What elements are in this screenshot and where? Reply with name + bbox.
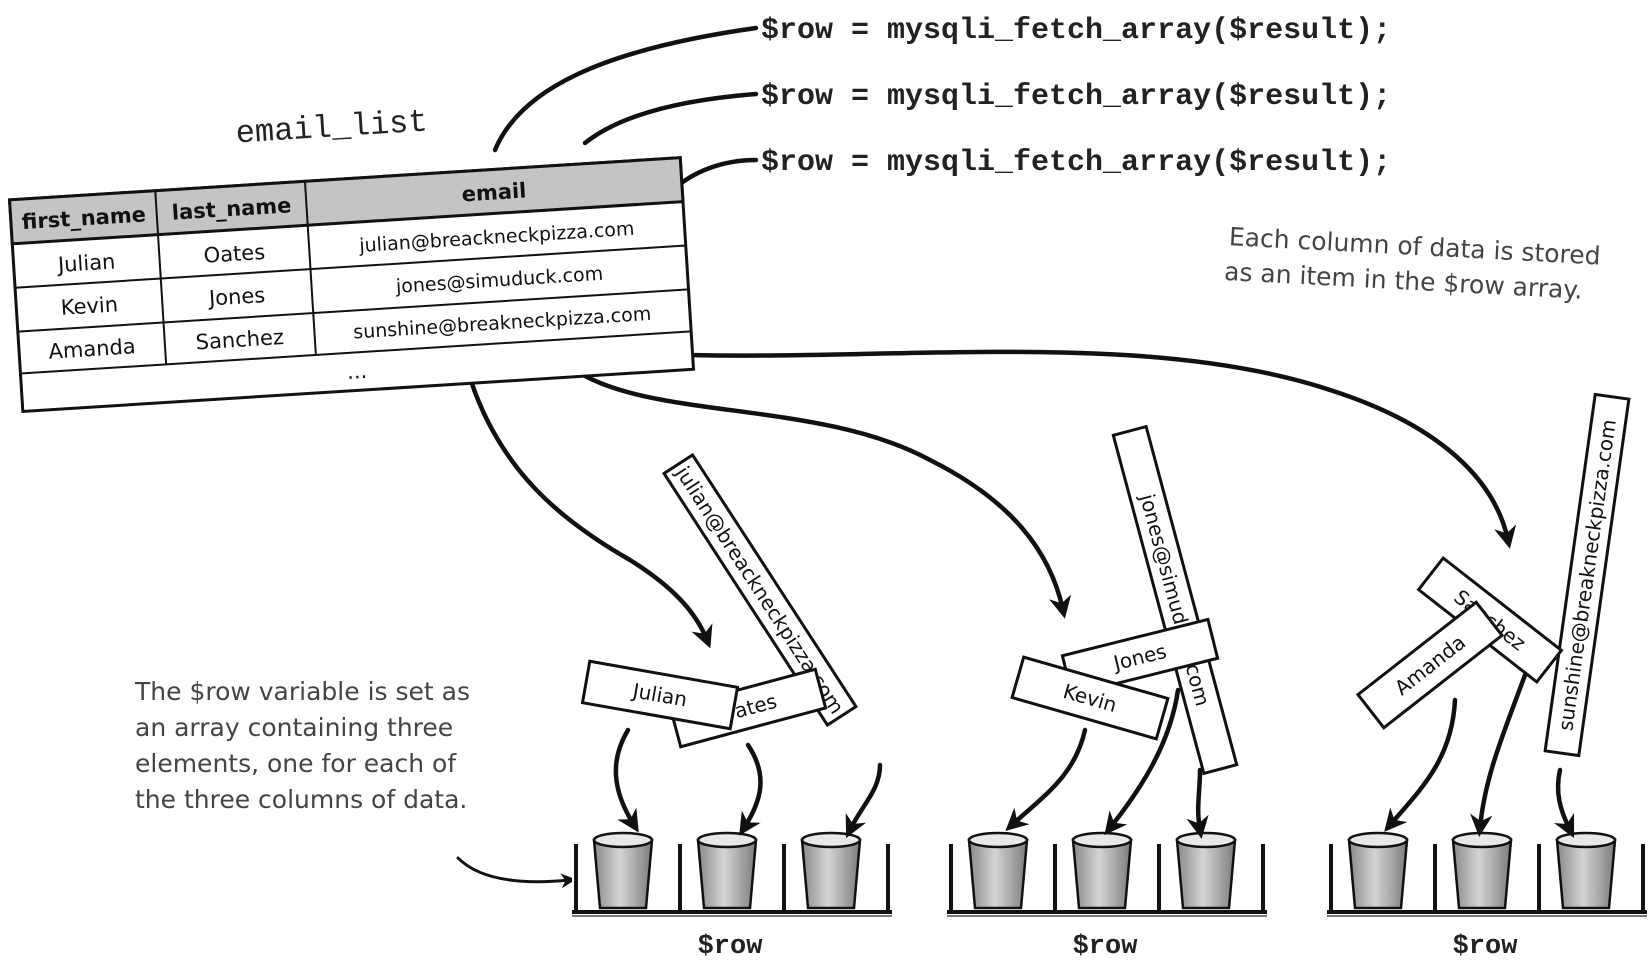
array-value-stick: Kevin <box>1010 655 1170 741</box>
array-slot-cup-rim <box>696 831 758 849</box>
cell-first-name: Kevin <box>60 292 119 320</box>
row-array-group: julian@breackneckpizza.comOatesJulian$ro… <box>572 452 892 962</box>
value-box <box>1111 424 1239 776</box>
row-note-arrow <box>456 856 576 889</box>
table-ellipsis: ... <box>346 359 367 384</box>
cell-first-name: Julian <box>55 249 116 277</box>
drop-arrow <box>613 727 639 833</box>
array-slot-cup <box>1347 838 1409 910</box>
row-array-group: sunshine@breakneckpizza.comSanchezAmanda… <box>1327 392 1647 962</box>
fetch-arrow-2-lower <box>572 367 1072 619</box>
row-note-line-4: the three columns of data. <box>135 785 467 814</box>
column-note: Each column of data is stored as an item… <box>1223 222 1601 305</box>
value-box <box>1355 600 1505 730</box>
table-divider <box>20 330 692 375</box>
array-slot-cup <box>1451 838 1513 910</box>
header-email: email <box>461 178 527 206</box>
value-box <box>668 667 828 749</box>
array-slot-cup <box>800 838 862 910</box>
drop-arrow <box>845 762 883 839</box>
table-title: email_list <box>235 104 429 153</box>
table-divider <box>17 288 689 333</box>
array-value-stick: Jones <box>1060 617 1220 697</box>
array-slot-cup-rim <box>800 831 862 849</box>
code-line-1: $row = mysqli_fetch_array($result); <box>761 14 1391 48</box>
fetch-arrow-2 <box>582 91 759 146</box>
row-array-label: $row <box>698 932 764 962</box>
array-slot-cup <box>696 838 758 910</box>
row-array-label: $row <box>1073 932 1139 962</box>
drop-arrow <box>1186 767 1209 839</box>
table-divider <box>154 190 168 365</box>
drop-arrow <box>1104 687 1181 836</box>
array-slot-cup <box>967 838 1029 910</box>
fetch-arrow-3 <box>637 157 1517 549</box>
cell-last-name: Oates <box>203 240 266 268</box>
drop-arrow <box>1384 697 1458 832</box>
array-value-stick: Amanda <box>1355 600 1505 730</box>
value-box <box>661 452 859 728</box>
value-box <box>1010 655 1170 741</box>
row-note-line-2: an array containing three <box>135 713 453 742</box>
array-slot-cup-rim <box>1451 831 1513 849</box>
drop-arrow <box>1553 767 1575 839</box>
row-note: The $row variable is set as an array con… <box>134 677 470 814</box>
array-slot-cup-rim <box>967 831 1029 849</box>
array-value-stick: sunshine@breakneckpizza.com <box>1543 392 1631 758</box>
fetch-arrow-1 <box>492 25 759 153</box>
table-header-bg <box>7 156 685 246</box>
array-slot-cup-rim <box>1347 831 1409 849</box>
email-list-table: email_list first_name last_name email Ju… <box>7 104 696 414</box>
array-slot-cup <box>1175 838 1237 910</box>
array-slot-cup-rim <box>1175 831 1237 849</box>
code-line-2: $row = mysqli_fetch_array($result); <box>761 80 1391 114</box>
arrays-layer: julian@breackneckpizza.comOatesJulian$ro… <box>572 392 1647 962</box>
cell-last-name: Sanchez <box>195 325 285 354</box>
array-slot-cup-rim <box>1555 831 1617 849</box>
cell-first-name: Amanda <box>48 334 137 363</box>
drop-arrow <box>1470 672 1528 837</box>
array-value-stick: Julian <box>580 659 740 731</box>
row-note-line-1: The $row variable is set as <box>134 677 470 706</box>
array-slot-cup-rim <box>592 831 654 849</box>
code-line-3: $row = mysqli_fetch_array($result); <box>761 146 1391 180</box>
table-divider <box>14 244 686 289</box>
array-slot-cup <box>592 838 654 910</box>
fetch-arrow-1-lower <box>467 375 713 649</box>
drop-arrow <box>1005 727 1088 832</box>
table-divider <box>303 181 317 356</box>
array-slot-cup <box>1555 838 1617 910</box>
value-box <box>1543 392 1631 758</box>
value-box <box>580 659 740 731</box>
row-note-line-3: elements, one for each of <box>135 749 457 778</box>
row-array-label: $row <box>1453 932 1519 962</box>
array-slot-cup-rim <box>1071 831 1133 849</box>
array-slot-cup <box>1071 838 1133 910</box>
cell-last-name: Jones <box>206 283 266 311</box>
drop-arrow <box>739 742 763 836</box>
